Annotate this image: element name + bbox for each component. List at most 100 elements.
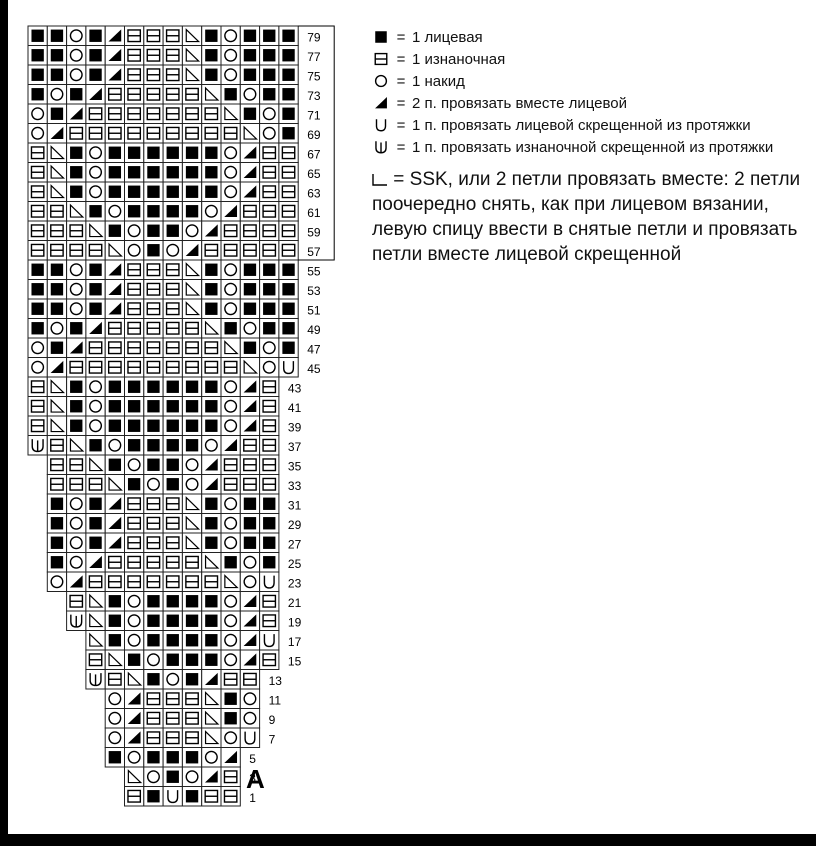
chart-cell-k2tog-triangle <box>85 84 106 105</box>
chart-cell-purl-box <box>27 240 48 261</box>
legend-item: =1 п. провязать лицевой скрещенной из пр… <box>372 116 812 135</box>
chart-cell-purl-box <box>143 279 164 300</box>
legend-text: 1 лицевая <box>412 29 483 46</box>
chart-cell-knit-square <box>46 532 68 553</box>
chart-cell-knit-square <box>85 532 106 553</box>
chart-cell-knit-square <box>220 688 241 709</box>
chart-cell-knit-square <box>85 279 106 300</box>
row-number: 59 <box>307 226 321 240</box>
k2tog-triangle-icon <box>372 94 390 112</box>
chart-cell-ktbl-u <box>259 630 280 651</box>
chart-cell-knit-square <box>201 415 222 436</box>
chart-cell-purl-box <box>162 493 183 514</box>
chart-cell-knit-square <box>162 747 183 768</box>
row-number: 35 <box>288 460 302 474</box>
chart-cell-purl-box <box>66 454 87 475</box>
chart-cell-purl-box <box>220 786 241 807</box>
yarn-over-circle-icon <box>372 72 390 90</box>
chart-cell-yarn-over-circle <box>181 454 203 475</box>
chart-cell-knit-square <box>143 454 164 475</box>
chart-cell-knit-square <box>259 493 280 514</box>
chart-cell-purl-box <box>124 103 145 124</box>
legend-text: 1 п. провязать лицевой скрещенной из про… <box>412 117 751 134</box>
chart-cell-knit-square <box>259 45 280 66</box>
chart-cell-yarn-over-circle <box>259 123 280 144</box>
chart-cell-purl-box <box>104 571 125 592</box>
chart-cell-k2tog-triangle <box>104 513 125 534</box>
chart-cell-k2tog-triangle <box>239 376 261 397</box>
chart-cell-purl-box <box>239 474 261 495</box>
chart-cell-yarn-over-circle <box>124 610 145 631</box>
chart-cell-knit-square <box>181 649 203 670</box>
chart-cell-knit-square <box>201 162 222 183</box>
chart-cell-ssk-triangle <box>46 415 68 436</box>
chart-cell-purl-box <box>259 474 280 495</box>
chart-cell-purl-box <box>220 240 241 261</box>
chart-cell-knit-square <box>143 181 164 202</box>
chart-cell-ssk-triangle <box>124 766 145 787</box>
chart-cell-yarn-over-circle <box>124 747 145 768</box>
chart-cell-ssk-triangle <box>46 181 68 202</box>
chart-cell-purl-box <box>162 337 183 358</box>
chart-cell-yarn-over-circle <box>66 552 87 573</box>
chart-cell-purl-box <box>239 435 261 456</box>
chart-cell-yarn-over-circle <box>46 84 68 105</box>
row-numbers: 7977757371696765636159575553514947454341… <box>249 31 321 806</box>
chart-cell-purl-box <box>239 240 261 261</box>
chart-cell-purl-box <box>162 688 183 709</box>
chart-cell-yarn-over-circle <box>104 201 125 222</box>
chart-cell-knit-square <box>181 415 203 436</box>
chart-cell-yarn-over-circle <box>239 688 261 709</box>
chart-cell-purl-box <box>104 552 125 573</box>
chart-cell-purl-box <box>143 103 164 124</box>
chart-cell-k2tog-triangle <box>124 708 145 729</box>
chart-cell-purl-box <box>124 786 145 807</box>
ssk-icon <box>372 174 387 186</box>
ssk-note: = SSK, или 2 петли провязать вместе: 2 п… <box>372 167 812 267</box>
chart-cell-purl-box <box>85 103 106 124</box>
chart-cell-knit-square <box>162 376 183 397</box>
chart-cell-purl-box <box>85 123 106 144</box>
chart-cell-yarn-over-circle <box>104 688 125 709</box>
chart-cell-k2tog-triangle <box>124 688 145 709</box>
chart-cell-yarn-over-circle <box>220 591 241 612</box>
chart-cell-purl-box <box>124 571 145 592</box>
chart-cell-knit-square <box>181 201 203 222</box>
row-number: 23 <box>288 577 302 591</box>
chart-cell-purl-box <box>162 64 183 85</box>
row-number: 3 <box>249 772 256 786</box>
chart-cell-knit-square <box>259 513 280 534</box>
chart-cell-purl-box <box>259 454 280 475</box>
chart-cell-yarn-over-circle <box>181 474 203 495</box>
chart-cell-purl-box <box>46 474 68 495</box>
chart-cell-purl-box <box>220 454 241 475</box>
chart-cell-knit-square <box>201 376 222 397</box>
chart-cell-purl-box <box>143 25 164 46</box>
chart-cell-purl-box <box>162 279 183 300</box>
chart-cell-knit-square <box>46 279 68 300</box>
row-number: 13 <box>269 674 283 688</box>
chart-cell-yarn-over-circle <box>104 435 125 456</box>
chart-cell-purl-box <box>162 727 183 748</box>
chart-cell-k2tog-triangle <box>66 571 87 592</box>
chart-cell-k2tog-triangle <box>66 103 87 124</box>
chart-cell-purl-box <box>143 532 164 553</box>
row-number: 27 <box>288 538 302 552</box>
chart-cell-knit-square <box>278 337 299 358</box>
chart-cell-purl-box <box>181 708 203 729</box>
chart-cell-k2tog-triangle <box>104 64 125 85</box>
chart-cell-purl-box <box>124 64 145 85</box>
chart-cell-purl-box <box>181 123 203 144</box>
row-number: 57 <box>307 245 321 259</box>
chart-cell-knit-square <box>201 532 222 553</box>
chart-cell-knit-square <box>259 298 280 319</box>
chart-cell-purl-box <box>143 298 164 319</box>
chart-cell-knit-square <box>278 64 299 85</box>
chart-cell-purl-box <box>66 220 87 241</box>
chart-cell-purl-box <box>181 688 203 709</box>
row-number: 65 <box>307 167 321 181</box>
chart-cell-k2tog-triangle <box>220 747 241 768</box>
chart-cell-knit-square <box>143 786 164 807</box>
chart-cell-k2tog-triangle <box>85 318 106 339</box>
chart-cell-purl-box <box>124 513 145 534</box>
